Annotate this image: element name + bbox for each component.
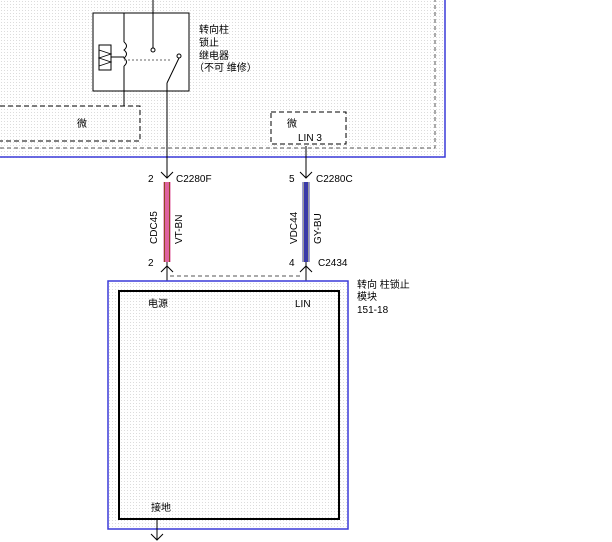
wire-1-circuit: CDC45: [149, 211, 160, 244]
upper-module-border: [0, 0, 446, 158]
micro-left-box: [0, 105, 141, 142]
module-name-line-1: 转向 柱锁止: [357, 278, 410, 291]
wire-1-color-code: VT-BN: [174, 215, 185, 244]
micro-right-label: 微: [287, 117, 297, 130]
wire-1-bottom-pin: 2: [148, 258, 154, 269]
wire-vdc44: [299, 146, 313, 292]
steering-column-lock-module: [107, 280, 349, 541]
wire-2-top-pin: 5: [289, 174, 295, 185]
module-pin-lin: LIN: [295, 299, 311, 310]
upper-module-dashed-border: [0, 0, 436, 149]
steering-column-lock-relay: [92, 0, 190, 92]
lin-pin-label: LIN 3: [298, 133, 322, 144]
wire-1-top-pin: 2: [148, 174, 154, 185]
relay-label-line-2: 锁止: [199, 36, 219, 49]
wire-2-bottom-connector: C2434: [318, 258, 348, 269]
ground-arrow-icon: [150, 533, 164, 541]
module-pin-power: 电源: [148, 297, 168, 310]
micro-right-box: [270, 111, 347, 145]
relay-label-line-1: 转向柱: [199, 23, 229, 36]
relay-label-line-4: （不可 维修）: [194, 61, 257, 74]
wire-2-bottom-pin: 4: [289, 258, 295, 269]
module-pin-ground: 接地: [151, 501, 171, 514]
micro-left-label: 微: [77, 117, 87, 130]
wire-1-top-connector: C2280F: [176, 174, 212, 185]
module-name-line-2: 模块: [357, 291, 377, 303]
upper-module: [0, 0, 446, 158]
wire-2-color-code: GY-BU: [313, 213, 324, 244]
wire-2-top-connector: C2280C: [316, 174, 353, 185]
wire-2-circuit: VDC44: [289, 211, 300, 244]
relay-label-line-3: 继电器: [199, 49, 229, 62]
module-ref: 151-18: [357, 305, 389, 316]
